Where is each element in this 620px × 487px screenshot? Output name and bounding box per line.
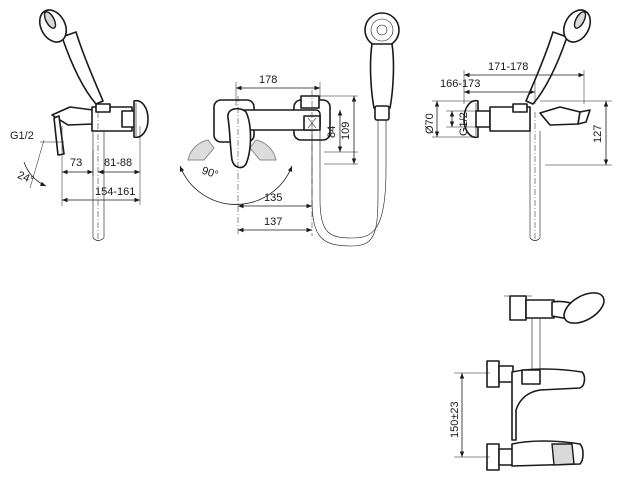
front-dim-109: 109 xyxy=(340,122,352,140)
bottom-dim-150: 150±23 xyxy=(449,401,461,438)
side-hand-shower xyxy=(38,9,104,105)
front-dim-178: 178 xyxy=(259,74,277,86)
side-mixer-body xyxy=(51,99,149,241)
front-angle-label: 90° xyxy=(200,165,220,182)
right-diameter-label: Ø70 xyxy=(424,113,436,134)
right-dim-166-173: 166-173 xyxy=(440,78,480,90)
front-dim-135: 135 xyxy=(264,192,282,204)
front-view: 178 90° 135 137 84 109 xyxy=(179,12,400,247)
bottom-dimensions: 150±23 xyxy=(449,372,490,458)
front-dimensions: 178 90° 135 137 84 109 xyxy=(179,74,358,233)
bottom-mixer-top xyxy=(504,292,605,372)
side-thread-label: G1/2 xyxy=(10,130,34,142)
side-dim-81-88: 81-88 xyxy=(104,157,132,169)
side-dim-154-161: 154-161 xyxy=(95,186,135,198)
right-mixer-body xyxy=(463,99,591,241)
right-hand-shower xyxy=(525,9,592,105)
front-dim-137: 137 xyxy=(264,216,282,228)
bottom-mixer-body xyxy=(486,360,586,471)
side-view: G1/2 24° 73 81-88 154-161 xyxy=(10,9,149,241)
right-dim-127: 127 xyxy=(592,125,604,143)
front-hand-shower xyxy=(311,12,400,247)
right-dim-171-178: 171-178 xyxy=(488,61,528,73)
right-view: 171-178 166-173 Ø70 G1/2 127 xyxy=(424,9,612,241)
side-dim-73: 73 xyxy=(70,157,82,169)
right-thread-label: G1/2 xyxy=(458,112,470,136)
front-mixer-body xyxy=(187,90,331,236)
side-dimensions: G1/2 24° 73 81-88 154-161 xyxy=(10,126,141,206)
side-angle-label: 24° xyxy=(16,169,36,186)
front-dim-84: 84 xyxy=(326,126,338,138)
right-dimensions: 171-178 166-173 Ø70 G1/2 127 xyxy=(424,61,612,166)
bottom-view: 150±23 xyxy=(449,292,605,471)
